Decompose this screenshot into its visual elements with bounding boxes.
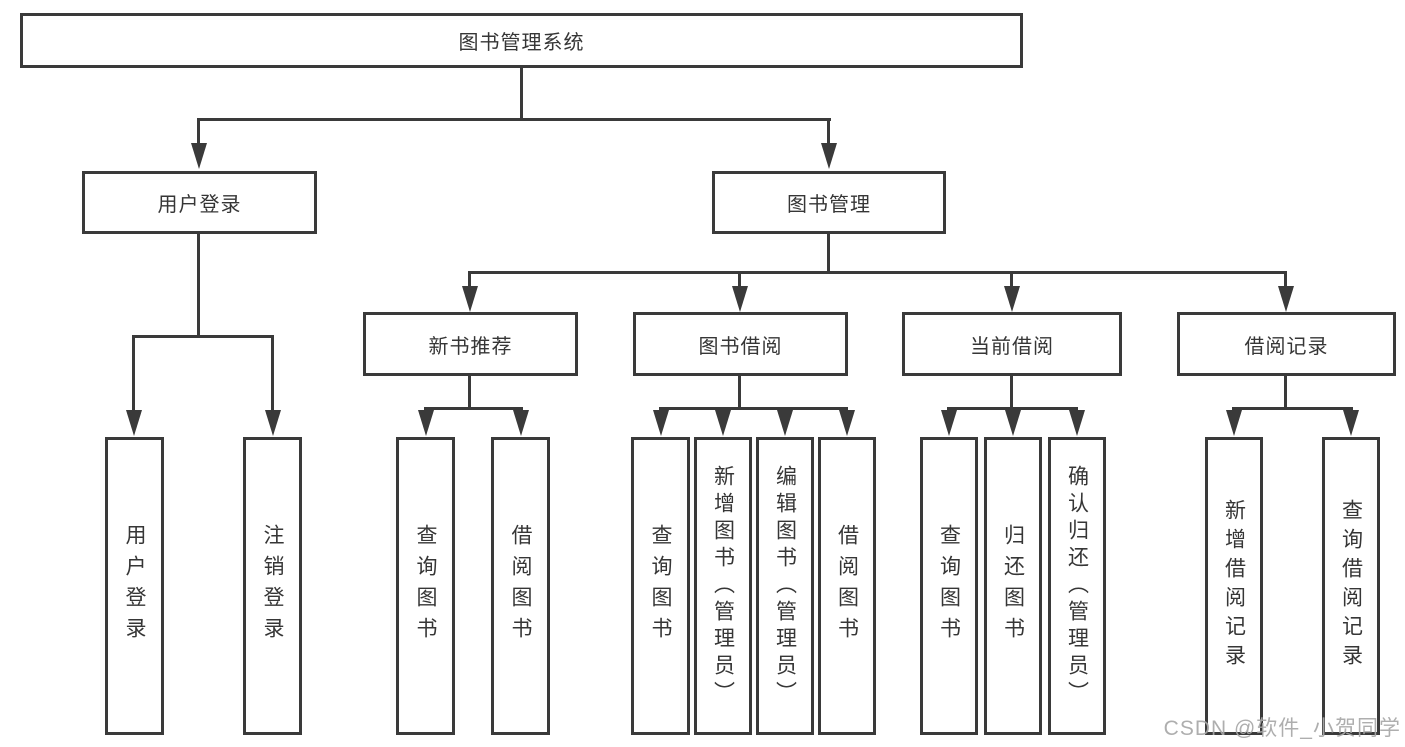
connector-shaft (468, 271, 471, 291)
connector-recommend-stem (468, 376, 471, 407)
connector-shaft (132, 335, 135, 415)
arrow-down-icon (941, 410, 957, 436)
connector-root-stem (520, 68, 523, 118)
connector-user-login-rail (132, 335, 274, 338)
leaf-borrow-query-books-label: 查询图书 (649, 524, 672, 648)
arrow-down-icon (821, 143, 837, 169)
arrow-down-icon (715, 410, 731, 436)
leaf-user-login: 用户登录 (105, 437, 164, 735)
leaf-logout-label: 注销登录 (261, 524, 284, 648)
arrow-down-icon (1069, 410, 1085, 436)
arrow-down-icon (732, 286, 748, 312)
node-book-borrow-label: 图书借阅 (698, 335, 783, 358)
connector-shaft (1010, 271, 1013, 291)
connector-records-stem (1284, 376, 1287, 407)
leaf-recommend-query-books: 查询图书 (396, 437, 455, 735)
node-new-book-recommend-label: 新书推荐 (428, 335, 513, 358)
connector-book-mgmt-rail (468, 271, 1287, 274)
arrow-down-icon (1278, 286, 1294, 312)
connector-borrow-rail (659, 407, 848, 410)
arrow-down-icon (126, 410, 142, 436)
leaf-add-books-admin-label: 新增图书（管理员） (711, 464, 735, 708)
node-book-borrow: 图书借阅 (633, 312, 848, 376)
connector-borrow-stem (738, 376, 741, 407)
connector-user-login-stem (197, 234, 200, 335)
leaf-edit-books-admin: 编辑图书（管理员） (756, 437, 814, 735)
arrow-down-icon (462, 286, 478, 312)
leaf-return-books-label: 归还图书 (1001, 524, 1025, 648)
leaf-add-borrow-record: 新增借阅记录 (1205, 437, 1263, 735)
node-borrow-records-label: 借阅记录 (1244, 335, 1329, 358)
leaf-user-login-label: 用户登录 (123, 524, 146, 648)
leaf-add-books-admin: 新增图书（管理员） (694, 437, 752, 735)
node-current-borrow-label: 当前借阅 (970, 335, 1054, 358)
leaf-confirm-return-admin-label: 确认归还（管理员） (1065, 464, 1089, 708)
connector-shaft (827, 118, 830, 148)
arrow-down-icon (839, 410, 855, 436)
leaf-recommend-borrow-books: 借阅图书 (491, 437, 550, 735)
arrow-down-icon (777, 410, 793, 436)
connector-shaft (1284, 271, 1287, 291)
connector-current-stem (1010, 376, 1013, 407)
arrow-down-icon (1343, 410, 1359, 436)
leaf-borrow-books-label: 借阅图书 (835, 524, 859, 648)
node-borrow-records: 借阅记录 (1177, 312, 1396, 376)
leaf-recommend-query-books-label: 查询图书 (414, 524, 437, 648)
node-user-login-label: 用户登录 (157, 194, 242, 216)
node-library-system: 图书管理系统 (20, 13, 1023, 68)
leaf-borrow-books: 借阅图书 (818, 437, 876, 735)
connector-shaft (738, 271, 741, 291)
leaf-confirm-return-admin: 确认归还（管理员） (1048, 437, 1106, 735)
csdn-watermark: CSDN @软件_小贺同学 (1163, 717, 1401, 740)
leaf-borrow-query-books: 查询图书 (631, 437, 690, 735)
arrow-down-icon (513, 410, 529, 436)
arrow-down-icon (418, 410, 434, 436)
node-current-borrow: 当前借阅 (902, 312, 1122, 376)
leaf-edit-books-admin-label: 编辑图书（管理员） (773, 464, 797, 708)
arrow-down-icon (191, 143, 207, 169)
node-user-login: 用户登录 (82, 171, 317, 234)
node-library-system-label: 图书管理系统 (458, 32, 585, 54)
connector-book-mgmt-stem (827, 234, 830, 271)
node-book-management: 图书管理 (712, 171, 946, 234)
leaf-logout: 注销登录 (243, 437, 302, 735)
leaf-current-query-books: 查询图书 (920, 437, 978, 735)
node-new-book-recommend: 新书推荐 (363, 312, 578, 376)
connector-records-rail (1232, 407, 1353, 410)
connector-recommend-rail (424, 407, 523, 410)
leaf-query-borrow-record: 查询借阅记录 (1322, 437, 1380, 735)
leaf-query-borrow-record-label: 查询借阅记录 (1339, 499, 1363, 673)
leaf-current-query-books-label: 查询图书 (937, 524, 961, 648)
connector-shaft (197, 118, 200, 148)
leaf-add-borrow-record-label: 新增借阅记录 (1222, 499, 1246, 673)
arrow-down-icon (265, 410, 281, 436)
node-book-management-label: 图书管理 (787, 194, 871, 216)
arrow-down-icon (653, 410, 669, 436)
leaf-return-books: 归还图书 (984, 437, 1042, 735)
connector-shaft (271, 335, 274, 415)
arrow-down-icon (1005, 410, 1021, 436)
arrow-down-icon (1004, 286, 1020, 312)
leaf-recommend-borrow-books-label: 借阅图书 (509, 524, 532, 648)
arrow-down-icon (1226, 410, 1242, 436)
connector-root-rail (197, 118, 831, 121)
